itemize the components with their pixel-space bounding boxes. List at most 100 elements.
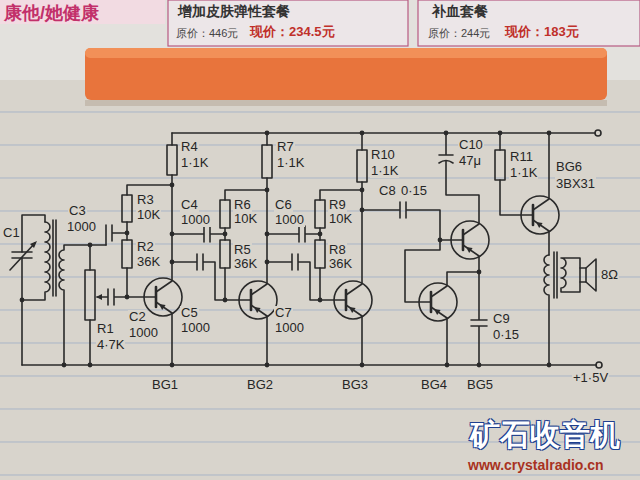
- circuit-wires: [580, 268, 586, 282]
- component-label: C3: [68, 204, 87, 218]
- component-label: 36K: [136, 255, 161, 269]
- circuit-marks: [265, 188, 270, 193]
- notebook-paper: [0, 409, 640, 410]
- circuit-marks: [477, 363, 482, 368]
- circuit-marks: [265, 363, 270, 368]
- circuit-wires: [554, 252, 557, 298]
- circuit-wires: [122, 240, 132, 268]
- notebook-paper: [0, 80, 640, 480]
- circuit-wires: [85, 270, 95, 320]
- component-label: 1000: [274, 321, 305, 335]
- notebook-paper: [0, 80, 640, 480]
- circuit-wires: [319, 268, 321, 300]
- circuit-marks: [360, 208, 365, 213]
- newspaper-text: 现价：183元: [505, 25, 579, 40]
- circuit-wires: [334, 281, 372, 319]
- circuit-wires: [430, 292, 433, 312]
- component-label: 10K: [328, 212, 353, 226]
- notebook-paper: [0, 178, 640, 179]
- notebook-paper: [0, 211, 640, 212]
- circuit-wires: [224, 268, 226, 300]
- circuit-wires: [155, 287, 158, 307]
- component-label: R1: [96, 322, 115, 336]
- orange-box: [85, 100, 607, 106]
- component-label: R7: [276, 140, 295, 154]
- newspaper-text: 现价：234.5元: [250, 25, 335, 40]
- circuit-marks: [170, 232, 175, 237]
- circuit-marks: [265, 260, 270, 265]
- component-label: 36K: [328, 257, 353, 271]
- circuit-wires: [532, 205, 535, 225]
- circuit-marks: [170, 183, 175, 188]
- circuit-marks: [125, 231, 130, 236]
- component-label: R3: [136, 193, 155, 207]
- circuit-marks: [360, 131, 365, 136]
- circuit-marks: [96, 294, 102, 300]
- component-label: R9: [328, 198, 347, 212]
- circuit-marks: [547, 131, 552, 136]
- component-label: 36K: [233, 257, 258, 271]
- circuit-wires: [586, 259, 596, 291]
- component-label: 1·1K: [509, 166, 538, 180]
- circuit-wires: [22, 364, 596, 366]
- component-label: 1·1K: [370, 164, 399, 178]
- notebook-paper: [0, 310, 640, 311]
- circuit-wires: [544, 255, 549, 365]
- orange-box: [85, 48, 607, 58]
- circuit-marks: [466, 247, 473, 253]
- circuit-wires: [220, 240, 230, 268]
- circuit-marks: [547, 363, 552, 368]
- circuit-wires: [451, 221, 489, 259]
- circuit-marks: [265, 232, 270, 237]
- component-label: 1000: [180, 213, 211, 227]
- component-label: +1·5V: [572, 371, 609, 385]
- circuit-wires: [239, 281, 277, 319]
- component-label: C2: [128, 310, 147, 324]
- circuit-marks: [438, 238, 443, 243]
- component-label: 0·15: [400, 184, 428, 198]
- circuit-marks: [445, 363, 450, 368]
- component-label: R6: [233, 198, 252, 212]
- circuit-wires: [357, 150, 367, 182]
- circuit-wires: [172, 132, 595, 134]
- circuit-marks: [20, 298, 25, 303]
- component-label: R4: [180, 140, 199, 154]
- circuit-wires: [419, 283, 457, 321]
- circuit-marks: [88, 363, 93, 368]
- circuit-wires: [521, 196, 559, 234]
- circuit-marks: [498, 131, 503, 136]
- circuit-wires: [346, 182, 362, 365]
- circuit-wires: [53, 220, 56, 296]
- circuit-wires: [262, 145, 272, 178]
- orange-box: [85, 48, 607, 100]
- circuit-wires: [250, 290, 253, 310]
- circuit-wires: [361, 133, 363, 150]
- circuit-marks: [125, 295, 130, 300]
- notebook-paper: [0, 475, 640, 476]
- circuit-wires: [144, 278, 182, 316]
- component-label: 1000: [274, 213, 305, 227]
- circuit-marks: [20, 131, 552, 368]
- circuit-marks: [223, 232, 228, 237]
- circuit-marks: [62, 363, 67, 368]
- circuit-wires: [446, 161, 487, 365]
- circuit-wires: [171, 133, 173, 145]
- component-label: BG5: [466, 378, 494, 392]
- circuit-wires: [122, 195, 132, 222]
- component-label: 10K: [233, 212, 258, 226]
- circuit-wires: [251, 178, 267, 365]
- notebook-paper: [0, 145, 640, 146]
- circuit-marks: [434, 309, 441, 315]
- component-label: C6: [274, 198, 293, 212]
- circuit-wires: [345, 290, 348, 310]
- circuit-wires: [431, 272, 479, 365]
- circuit-wires: [106, 225, 127, 245]
- component-label: R5: [233, 243, 252, 257]
- circuit-wires: [126, 268, 128, 297]
- circuit-marks: [349, 307, 356, 313]
- component-label: R2: [136, 240, 155, 254]
- component-label: 1000: [66, 220, 97, 234]
- circuit-wires: [10, 243, 35, 270]
- component-label: BG6: [555, 160, 583, 174]
